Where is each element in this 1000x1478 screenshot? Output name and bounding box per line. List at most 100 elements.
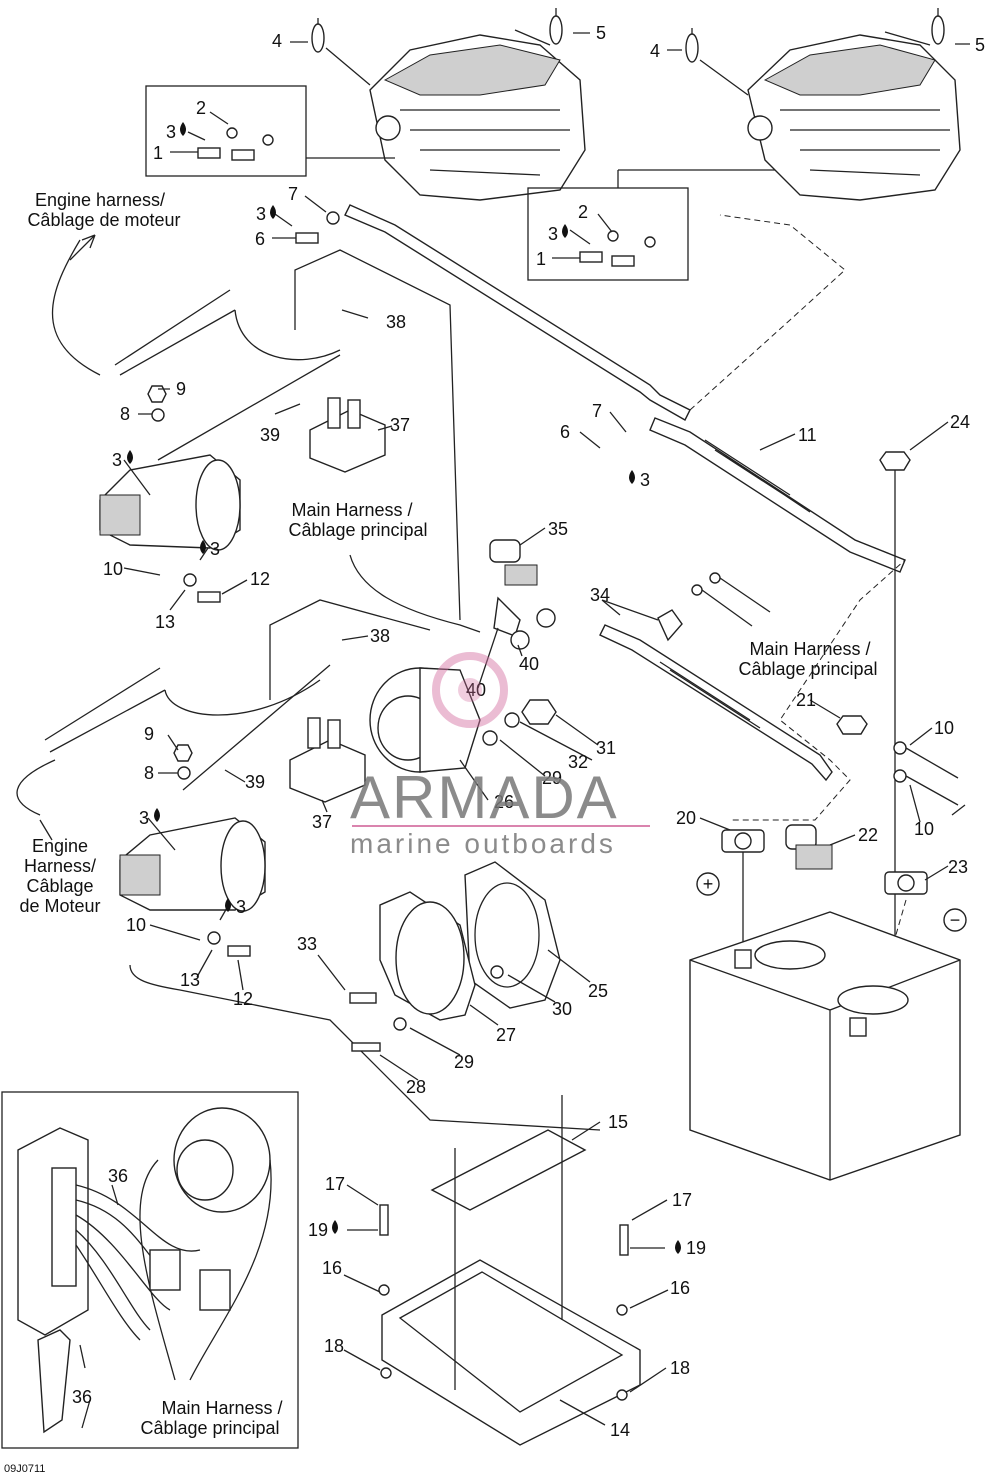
callout-29: 29 [454,1052,474,1072]
callout-34: 34 [590,585,610,605]
terminal-clamp-23 [879,871,928,991]
callout-25: 25 [588,981,608,1001]
callout-7: 7 [288,184,298,204]
svg-text:Câblage: Câblage [26,876,93,896]
washer-7 [326,211,340,225]
fastener-inset-right [527,187,689,281]
callout-29: 29 [542,768,562,788]
starter-motor-lower [119,817,266,912]
svg-text:Main Harness /: Main Harness / [749,639,870,659]
callout-37: 37 [312,812,332,832]
svg-text:Câblage principal: Câblage principal [140,1418,279,1438]
hold-down-bar-15 [430,1129,587,1211]
callout-6: 6 [560,422,570,442]
callout-39: 39 [245,772,265,792]
callout-18: 18 [670,1358,690,1378]
engine-left [369,34,586,201]
callout-23: 23 [948,857,968,877]
inset-coil [173,1107,271,1213]
callout-3: 3 [139,808,149,828]
callout-40: 40 [466,680,486,700]
callout-31: 31 [596,738,616,758]
battery-tray-14 [381,1259,641,1446]
battery-cable-upper [344,204,691,421]
callout-26: 26 [494,792,514,812]
callout-9: 9 [144,724,154,744]
callout-3: 3 [112,450,122,470]
label-engine-harness-top: Engine harness/ Câblage de moteur [27,190,180,230]
svg-text:Engine harness/: Engine harness/ [35,190,165,210]
callout-8: 8 [120,404,130,424]
callout-38: 38 [370,626,390,646]
loctite-drop-icon [127,122,681,1254]
callout-32: 32 [568,752,588,772]
battery-cable-34 [599,624,833,782]
bolt-6 [295,232,319,244]
wiring-inset [1,1091,299,1449]
callout-36: 36 [108,1166,128,1186]
terminal-cap-22 [785,824,833,870]
callout-3: 3 [256,204,266,224]
mounting-flange-27 [379,891,476,1021]
callout-17: 17 [672,1190,692,1210]
inset-clip [37,1329,71,1434]
solenoid-37-lower [289,717,366,803]
svg-text:Câblage principal: Câblage principal [288,520,427,540]
callout-10: 10 [126,915,146,935]
svg-text:+: + [703,874,714,894]
callout-24: 24 [950,412,970,432]
callout-10: 10 [914,819,934,839]
callout-22: 22 [858,825,878,845]
callout-5: 5 [596,23,606,43]
callout-2: 2 [578,202,588,222]
callout-30: 30 [552,999,572,1019]
svg-text:Câblage de moteur: Câblage de moteur [27,210,180,230]
label-main-harness-inset: Main Harness / Câblage principal [140,1398,282,1438]
starter-motor-upper [99,454,241,551]
ignition-housing-26 [369,667,481,773]
callout-3: 3 [210,539,220,559]
callout-37: 37 [390,415,410,435]
svg-text:de Moteur: de Moteur [19,896,100,916]
svg-text:ARMADA: ARMADA [350,764,619,831]
svg-text:marine outboards: marine outboards [350,828,616,859]
callout-3: 3 [640,470,650,490]
callout-1: 1 [536,249,546,269]
label-main-harness-right: Main Harness / Câblage principal [738,639,877,679]
callout-10: 10 [103,559,123,579]
callout-19: 19 [308,1220,328,1240]
callout-39: 39 [260,425,280,445]
callout-20: 20 [676,808,696,828]
callout-36: 36 [72,1387,92,1407]
callout-9: 9 [176,379,186,399]
callout-33: 33 [297,934,317,954]
callout-16: 16 [670,1278,690,1298]
callout-12: 12 [250,569,270,589]
nut-21 [836,715,868,735]
callout-28: 28 [406,1077,426,1097]
callout-40: 40 [519,654,539,674]
callout-6: 6 [255,229,265,249]
svg-text:Harness/: Harness/ [24,856,96,876]
hose-clamp-4-right [685,28,699,63]
hose-clamp-5-right [931,8,945,45]
mounting-gasket-25 [464,861,561,1009]
svg-text:Engine: Engine [32,836,88,856]
nut-24 [879,451,911,471]
callout-27: 27 [496,1025,516,1045]
hose-clamp-4-left [311,18,325,53]
hose-clamp-5-left [549,8,563,45]
nut-31 [521,699,557,725]
callout-35: 35 [548,519,568,539]
callout-10: 10 [934,718,954,738]
callout-2: 2 [196,98,206,118]
callout-13: 13 [155,612,175,632]
callout-16: 16 [322,1258,342,1278]
callout-38: 38 [386,312,406,332]
callout-3: 3 [236,897,246,917]
positive-terminal-icon [696,872,720,896]
callout-7: 7 [592,401,602,421]
callout-8: 8 [144,763,154,783]
svg-text:−: − [950,910,961,930]
figure-id: 09J0711 [4,1463,45,1475]
